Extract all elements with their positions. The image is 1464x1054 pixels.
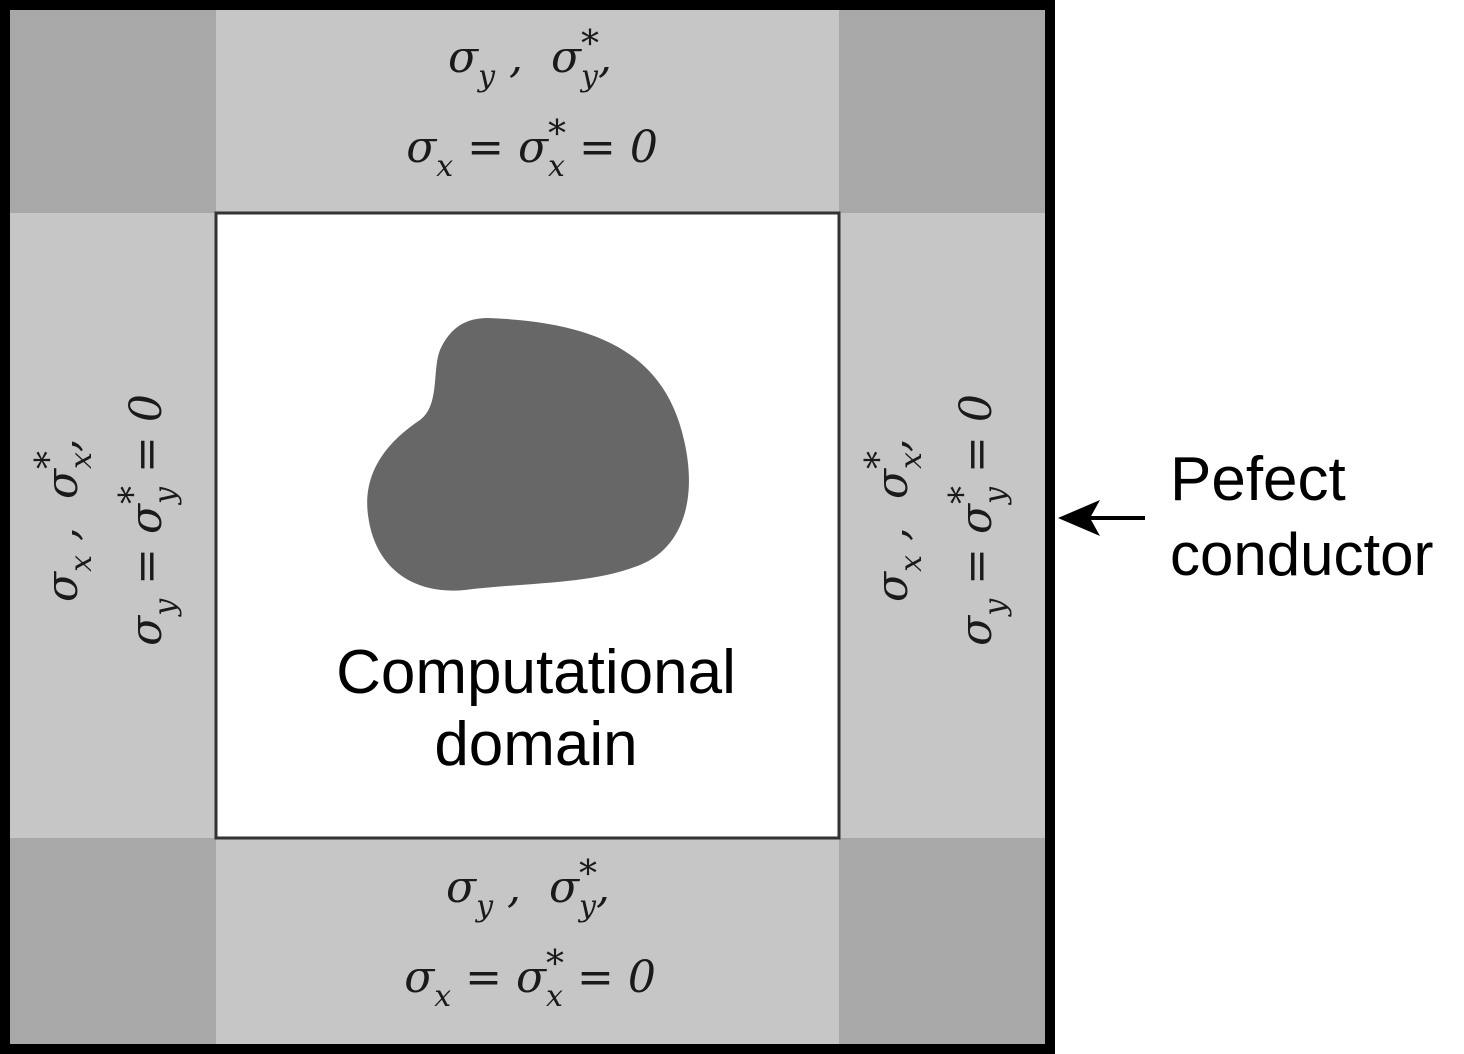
pml-edge-right: [839, 213, 1045, 838]
scatterer-shape: [367, 318, 689, 591]
conductor-arrow-icon: [1058, 500, 1145, 536]
pml-corner-bottom-right: [839, 838, 1045, 1044]
pml-edge-top: [216, 10, 839, 213]
pml-corner-top-right: [839, 10, 1045, 213]
pml-edge-left: [10, 213, 216, 838]
pml-top-line1: σy , σ*y,: [448, 24, 612, 94]
pml-top-line2: σx = σ*x = 0: [406, 114, 658, 184]
pml-bottom-line1: σy , σ*y,: [446, 854, 610, 924]
pml-left-line2: σy = σ*y = 0: [113, 394, 183, 646]
domain-label-line1: Computational: [336, 638, 736, 707]
conductor-label-line2: conductor: [1170, 521, 1434, 588]
domain-label-line2: domain: [434, 710, 637, 779]
perfect-conductor-frame: [0, 0, 1055, 1054]
pml-right-line2: σy = σ*y = 0: [943, 394, 1013, 646]
pml-corner-top-left: [10, 10, 216, 213]
pml-bottom-line2: σx = σ*x = 0: [404, 944, 656, 1014]
pml-right-line1: σx , σ*x,: [859, 438, 929, 602]
pml-corner-bottom-left: [10, 838, 216, 1044]
pml-edge-bottom: [216, 838, 839, 1044]
conductor-label-line1: Pefect: [1170, 445, 1346, 514]
pml-left-line1: σx , σ*x,: [29, 438, 99, 602]
